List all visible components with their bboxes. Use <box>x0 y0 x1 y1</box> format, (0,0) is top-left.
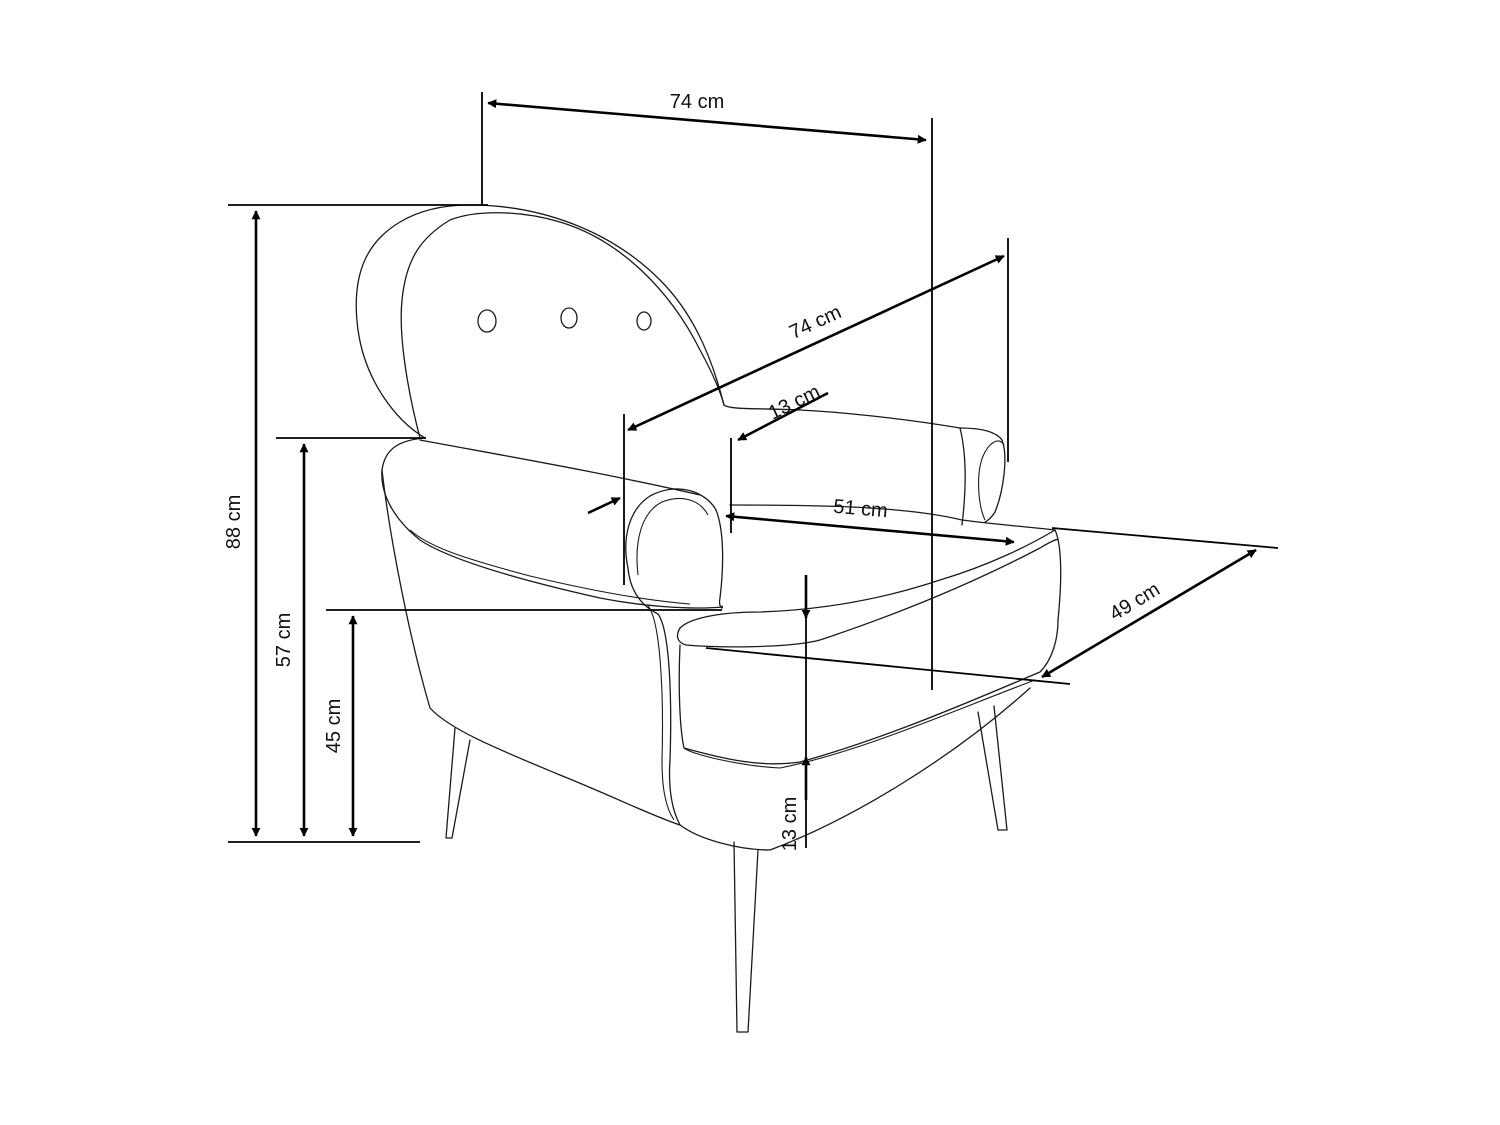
leg-back-left <box>445 727 471 839</box>
left-side-body <box>381 469 681 826</box>
leg-front-left <box>733 841 759 1033</box>
seat-cushion-top <box>679 529 1062 629</box>
seat-interior <box>729 504 1056 531</box>
label-armrest-width: 13 cm <box>765 381 824 425</box>
tufting-button-icon <box>560 307 578 329</box>
left-arm-front-panel <box>627 567 681 826</box>
armchair <box>355 204 1062 1033</box>
seat-cushion-piping <box>683 679 1036 769</box>
tufting-button-icon <box>477 309 497 333</box>
label-overall-width: 74 cm <box>670 91 724 113</box>
left-armrest-inner <box>419 439 701 496</box>
left-armrest-front-scroll <box>625 488 724 609</box>
right-armrest-scroll <box>978 440 1005 521</box>
tufting-button-icon <box>636 311 652 331</box>
backrest-right-edge <box>723 404 961 429</box>
label-seat-height: 45 cm <box>323 699 345 753</box>
left-arm-front-piping <box>647 605 675 821</box>
seat-cushion-front-top <box>676 538 1059 648</box>
left-armrest-front-inner <box>636 497 709 576</box>
dimension-armrest-width-lead <box>737 391 829 442</box>
right-armrest <box>959 427 1006 523</box>
label-seat-depth: 49 cm <box>1106 578 1164 625</box>
label-seat-width: 51 cm <box>832 496 888 523</box>
seat-cushion-front-face <box>678 619 1059 765</box>
dimension-depth-diagonal <box>627 254 1005 432</box>
dimension-seat-width <box>725 512 1015 546</box>
seat-base-lower <box>679 687 1031 851</box>
label-armrest-height: 57 cm <box>273 613 295 667</box>
label-overall-depth: 74 cm <box>786 301 845 344</box>
left-armrest <box>381 437 723 609</box>
dimension-width-top <box>487 99 927 144</box>
label-leg-height: 13 cm <box>779 797 801 851</box>
backrest-cushion <box>400 212 725 439</box>
dimension-seat-depth <box>1041 548 1257 679</box>
dimension-armrest-width-lead <box>587 496 621 515</box>
right-armrest-inner <box>959 427 966 526</box>
label-total-height: 88 cm <box>223 495 245 549</box>
left-armrest-piping <box>409 529 691 605</box>
extension-line <box>705 647 1071 685</box>
extension-line <box>1051 527 1279 549</box>
dimension-lines: 74 cm 74 cm 13 cm 51 cm 49 cm 88 cm 57 c… <box>223 91 1279 851</box>
leg-front-right <box>977 705 1008 831</box>
